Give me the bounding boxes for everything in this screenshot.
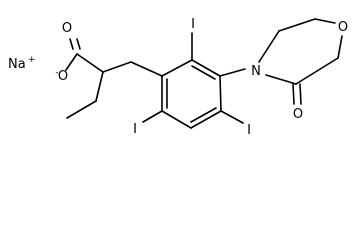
- bond-lactam-co-2: [299, 83, 302, 105]
- iodine-left-label: I: [133, 122, 137, 137]
- carbonyl-oxygen-label: O: [62, 21, 72, 36]
- bond-alpha-ethyl: [95, 71, 104, 102]
- alkyl-chain: [66, 61, 163, 119]
- bond-carboxyl-c-o-minus: [65, 53, 78, 71]
- bond-n-ch2: [258, 30, 280, 63]
- iodine-top-label: I: [191, 17, 195, 32]
- bond-ch2-ch2: [278, 18, 316, 32]
- bond-o-ch2: [337, 35, 343, 59]
- anion-charge-label: -: [55, 68, 58, 78]
- iodine-substituents: I I I: [133, 17, 251, 138]
- lactam-oxygen-label: O: [293, 107, 303, 122]
- bond-ch2-o: [314, 18, 336, 24]
- cation-charge-label: +: [28, 55, 36, 65]
- bond-ethyl: [66, 100, 97, 119]
- ring-bond-4: [190, 110, 222, 129]
- ring-oxygen-label: O: [338, 20, 348, 35]
- structure-drawing: O O - Na + I I I N: [8, 17, 348, 138]
- bond-alpha-ch2: [102, 61, 132, 73]
- carboxylate-oxygen-label: O: [58, 69, 68, 84]
- morpholinone-ring: N O O: [219, 18, 348, 122]
- benzene-ring: [161, 59, 222, 129]
- bond-iodine-left: [142, 110, 163, 123]
- iodine-right-label: I: [247, 123, 251, 138]
- sodium-label: Na: [8, 57, 26, 72]
- ring-bond-2: [191, 59, 221, 77]
- ring-inner-bond-1: [191, 65, 216, 80]
- bond-ring-n: [219, 68, 246, 77]
- bond-carbonyl-1: [69, 38, 74, 50]
- bond-carbonyl-2: [76, 38, 81, 50]
- bond-ch2-carbonyl: [295, 57, 339, 85]
- sodium-counterion: Na +: [8, 55, 36, 72]
- bond-iodine-right: [220, 110, 244, 124]
- nitrogen-label: N: [251, 64, 261, 79]
- ring-bond-3: [219, 75, 222, 112]
- ring-bond-1: [161, 59, 193, 77]
- carboxylate-group: O O -: [55, 21, 104, 84]
- bond-lactam-co-1: [292, 83, 295, 105]
- ring-bond-5: [161, 110, 192, 129]
- ring-inner-bond-2: [190, 107, 217, 123]
- bond-ch2-ring: [130, 61, 163, 77]
- bond-carboxyl-c-alpha: [76, 53, 104, 73]
- bond-carbonyl-n: [265, 74, 297, 85]
